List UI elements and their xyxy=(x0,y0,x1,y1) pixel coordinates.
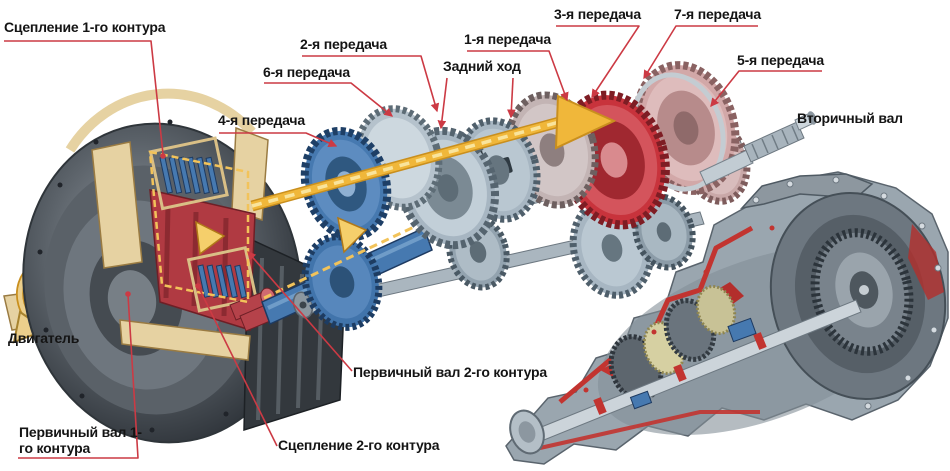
clutch-drum xyxy=(149,189,256,332)
leader-gear-7 xyxy=(643,25,758,80)
leader-gear-2 xyxy=(302,55,440,113)
sleeve-flow-arrowhead xyxy=(337,216,368,254)
main-flow-arrowhead xyxy=(554,94,617,150)
gear-train-lower xyxy=(292,193,705,331)
gear-bottom-blue-pinion xyxy=(301,233,383,331)
sleeve-flow-dashed xyxy=(263,224,417,300)
leader-reverse-left xyxy=(437,77,448,130)
label-clutch-circuit-2: Сцепление 2-го контура xyxy=(278,437,440,453)
leader-gear-6 xyxy=(264,82,394,117)
dual-clutch-cutaway xyxy=(22,88,346,444)
label-clutch-circuit-1: Сцепление 1-го контура xyxy=(4,19,166,35)
leader-gear-5 xyxy=(710,70,822,108)
label-gear-2: 2-я передача xyxy=(300,36,387,52)
transmission-cutaway-photo xyxy=(505,171,949,465)
label-reverse: Задний ход xyxy=(443,58,521,74)
leader-gear-1 xyxy=(467,50,569,102)
label-gear-6: 6-я передача xyxy=(263,64,350,80)
leader-clutch-circuit-1 xyxy=(4,40,164,155)
secondary-output-shaft xyxy=(699,111,817,186)
label-gear-4: 4-я передача xyxy=(218,112,305,128)
leader-reverse-right xyxy=(506,77,516,119)
leader-lines xyxy=(4,25,822,459)
clutch1-flow-outline xyxy=(148,150,250,304)
label-primary-shaft-1: Первичный вал 1-го контура xyxy=(19,424,142,457)
leader-primary-shaft-1 xyxy=(18,294,139,459)
label-gear-1: 1-я передача xyxy=(464,31,551,47)
leader-gear-4 xyxy=(219,132,338,148)
leader-gear-3 xyxy=(556,25,640,99)
label-primary-shaft-2: Первичный вал 2-го контура xyxy=(353,364,547,380)
label-gear-7: 7-я передача xyxy=(674,6,761,22)
label-secondary-shaft: Вторичный вал xyxy=(797,110,903,126)
leader-primary-shaft-2 xyxy=(247,251,353,372)
gear-lower-right xyxy=(632,193,696,271)
leader-clutch-circuit-2 xyxy=(198,287,278,447)
label-engine: Двигатель xyxy=(8,330,80,346)
label-gear-3: 3-я передача xyxy=(554,6,641,22)
power-flow-arrows xyxy=(148,94,617,304)
clutch2-disc-pack xyxy=(186,246,258,313)
label-gear-5: 5-я передача xyxy=(737,52,824,68)
clutch1-flow-arrowhead xyxy=(195,220,226,256)
